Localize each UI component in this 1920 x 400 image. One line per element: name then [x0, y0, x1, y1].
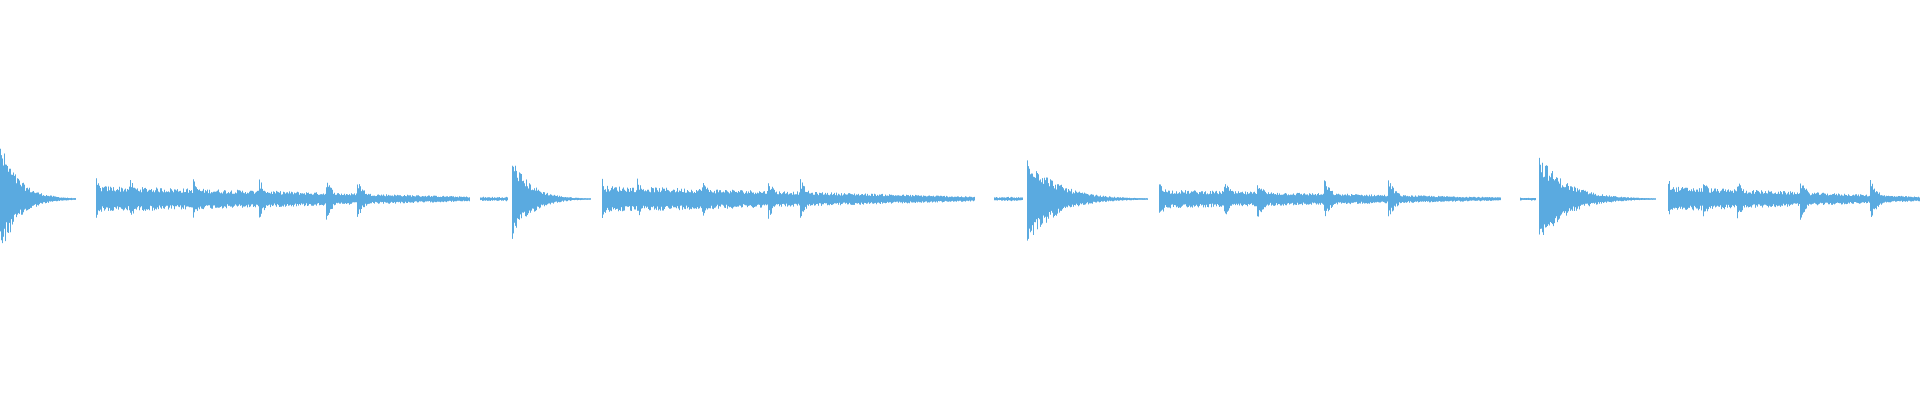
waveform-bars — [0, 148, 1920, 244]
waveform-samples — [0, 148, 1920, 244]
